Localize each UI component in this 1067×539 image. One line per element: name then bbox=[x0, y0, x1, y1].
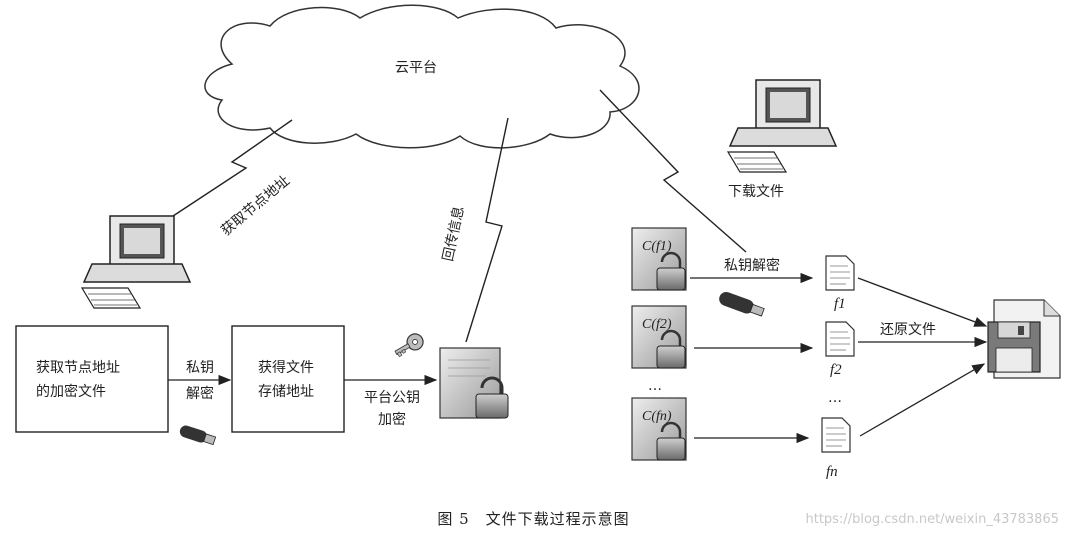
arrow-f1-to-restored bbox=[857, 277, 988, 327]
encrypted-part-1-label: C(f1) bbox=[642, 239, 672, 254]
file-label-f1: f1 bbox=[834, 296, 846, 312]
watermark-text: https://blog.csdn.net/weixin_43783865 bbox=[805, 512, 1059, 527]
locked-document-icon bbox=[439, 347, 509, 419]
box-storage-address-line2: 存储地址 bbox=[258, 384, 314, 400]
file-label-fn: fn bbox=[826, 464, 838, 480]
label-get-node-address: 获取节点地址 bbox=[218, 173, 293, 239]
cloud-label: 云平台 bbox=[395, 60, 437, 76]
lightning-left bbox=[169, 119, 293, 219]
box-storage-address-line1: 获得文件 bbox=[258, 359, 314, 376]
box-encrypted-file-line2: 的加密文件 bbox=[36, 383, 106, 400]
label-platform-pubkey-2: 加密 bbox=[378, 411, 406, 428]
lightning-middle bbox=[465, 117, 509, 343]
cloud-platform: 云平台 bbox=[204, 4, 640, 149]
arrow-fn-to-restored bbox=[859, 363, 986, 437]
key-icon bbox=[394, 333, 424, 358]
label-platform-pubkey-1: 平台公钥 bbox=[364, 390, 420, 406]
box-encrypted-file-line1: 获取节点地址 bbox=[36, 360, 120, 376]
file-label-f2: f2 bbox=[830, 362, 842, 378]
label-right-decrypt: 私钥解密 bbox=[724, 257, 780, 274]
label-return-info: 回传信息 bbox=[439, 205, 467, 263]
ellipsis-left: … bbox=[648, 378, 662, 394]
lightning-right bbox=[599, 89, 747, 253]
usb-key-icon-right bbox=[719, 291, 765, 317]
box-storage-address: 获得文件 存储地址 bbox=[231, 325, 345, 433]
usb-key-icon-left bbox=[179, 425, 217, 446]
label-restore-file: 还原文件 bbox=[880, 322, 936, 338]
encrypted-part-2: C(f2) bbox=[631, 305, 687, 369]
encrypted-part-n: C(fn) bbox=[631, 397, 687, 461]
computer-icon-left bbox=[80, 215, 192, 309]
label-download-file: 下载文件 bbox=[728, 184, 784, 200]
encrypted-part-n-label: C(fn) bbox=[642, 409, 672, 424]
label-left-decrypt-2: 解密 bbox=[186, 385, 214, 402]
restored-file-icon bbox=[987, 299, 1061, 379]
label-left-decrypt-1: 私钥 bbox=[186, 360, 214, 376]
encrypted-part-2-label: C(f2) bbox=[642, 317, 672, 332]
ellipsis-right: … bbox=[828, 390, 842, 406]
computer-icon-right bbox=[726, 79, 838, 173]
file-icon-fn bbox=[821, 417, 851, 453]
box-encrypted-file: 获取节点地址 的加密文件 bbox=[15, 325, 169, 433]
file-icon-f2 bbox=[825, 321, 855, 357]
figure-caption: 图 5 文件下载过程示意图 bbox=[437, 510, 630, 528]
file-icon-f1 bbox=[825, 255, 855, 291]
encrypted-part-1: C(f1) bbox=[631, 227, 687, 291]
